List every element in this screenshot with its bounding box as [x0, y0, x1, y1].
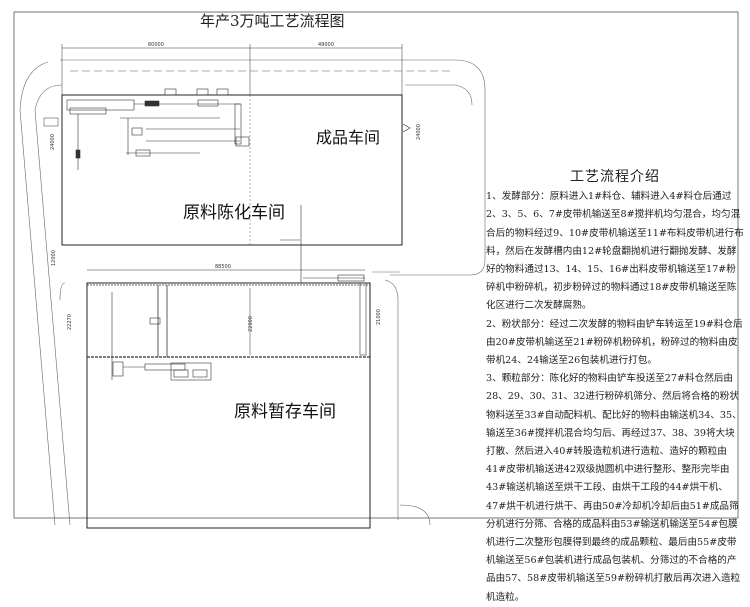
dim-top-left: 60000 [148, 42, 164, 48]
layout-drawing: 60000 49000 24000 24000 88500 12000 2227… [13, 11, 739, 529]
room-storage: 原料暂存车间 [234, 402, 336, 422]
dimension-top: 60000 49000 [61, 42, 403, 95]
dimension-lower: 88500 12000 22270 22000 21000 [51, 250, 382, 355]
dim-lower-right: 21000 [376, 309, 382, 325]
process-description: 工艺流程介绍 1、发酵部分：原料进入1#料仓、辅料进入4#料仓后通过2、3、5、… [486, 168, 744, 607]
weighbridge [43, 117, 59, 127]
process-powder: 2、粉状部分：经过二次发酵的物料由铲车转运至19#料仓后由20#皮带机输送至21… [486, 318, 743, 367]
upper-building [61, 94, 403, 246]
road-outline [19, 59, 486, 526]
process-heading: 工艺流程介绍 [570, 169, 660, 185]
page-title: 年产3万吨工艺流程图 [200, 12, 345, 30]
dim-gap: 12000 [51, 250, 57, 266]
room-aging: 原料陈化车间 [183, 203, 285, 223]
lower-building [86, 282, 371, 529]
dim-lower-inner: 22000 [248, 316, 254, 332]
equipment-lower [111, 274, 367, 381]
process-fermentation: 1、发酵部分：原料进入1#料仓、辅料进入4#料仓后通过2、3、5、6、7#皮带机… [486, 191, 744, 312]
room-finished: 成品车间 [316, 128, 381, 147]
equipment-upper [66, 88, 302, 283]
dim-top-right: 49000 [318, 42, 334, 48]
drawing-frame [13, 11, 739, 519]
dim-right-upper: 24000 [416, 124, 422, 140]
dim-lower-left: 22270 [67, 314, 73, 330]
process-granule: 3、颗粒部分：陈化好的物料由铲车投送至27#料仓然后由28、29、30、31、3… [486, 373, 742, 603]
entrance-marker [402, 123, 411, 133]
dim-lower-width: 88500 [215, 264, 231, 270]
dim-left-upper: 24000 [50, 134, 56, 150]
